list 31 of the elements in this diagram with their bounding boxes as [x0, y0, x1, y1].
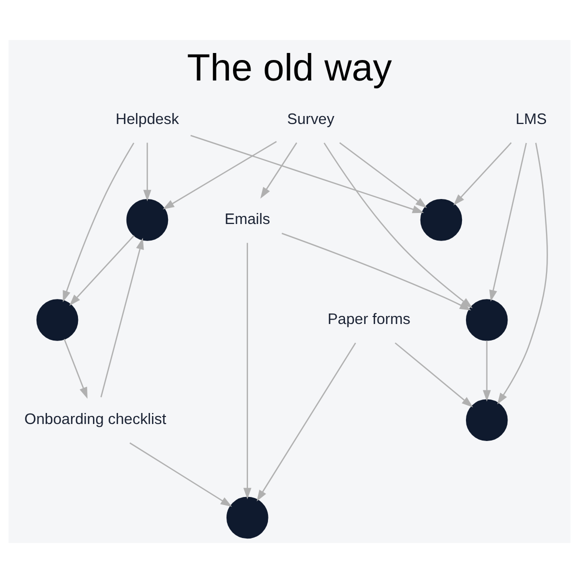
- node-text: Emails: [224, 210, 270, 228]
- arrow: [143, 142, 152, 201]
- arrow: [260, 142, 298, 198]
- arrow: [190, 134, 424, 213]
- arrow: [69, 234, 134, 306]
- node-text: Helpdesk: [116, 110, 179, 128]
- arrow: [453, 142, 512, 205]
- arrow: [497, 142, 548, 404]
- node-text: LMS: [516, 110, 547, 128]
- arrow: [130, 442, 232, 506]
- arrow: [162, 140, 277, 209]
- node-person: [466, 398, 508, 440]
- node-person: [420, 198, 462, 240]
- arrow: [482, 340, 491, 402]
- arrow: [62, 142, 134, 302]
- node-text: Paper forms: [328, 310, 410, 328]
- diagram-title: The old way: [187, 47, 392, 90]
- arrow: [256, 342, 356, 501]
- node-text: Survey: [287, 110, 334, 128]
- arrow: [489, 142, 527, 302]
- arrow: [394, 342, 474, 407]
- arrow: [100, 237, 144, 397]
- arrow: [64, 338, 88, 398]
- arrow: [324, 142, 473, 308]
- arrow: [339, 142, 427, 208]
- node-person: [126, 198, 168, 240]
- node-text: Onboarding checklist: [24, 410, 166, 428]
- node-person: [36, 298, 78, 340]
- node-person: [226, 496, 268, 538]
- node-person: [466, 298, 508, 340]
- arrow: [243, 242, 252, 499]
